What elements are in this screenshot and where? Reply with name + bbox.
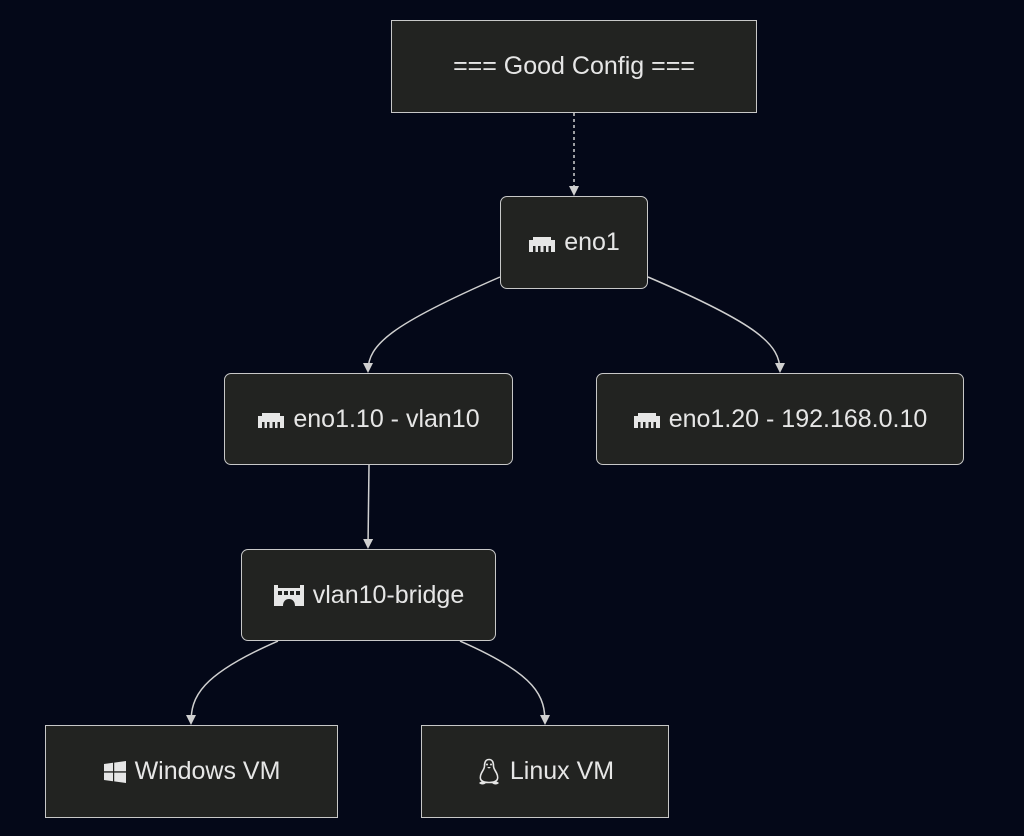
node-good-config[interactable]: === Good Config === <box>391 20 757 113</box>
node-eno1-20-label: eno1.20 - 192.168.0.10 <box>668 404 928 433</box>
node-good-config-label: === Good Config === <box>453 52 695 80</box>
node-vlan10-bridge[interactable]: vlan10-bridge <box>241 549 496 641</box>
ethernet-icon <box>528 233 556 253</box>
linux-icon <box>476 758 502 786</box>
node-eno1-10[interactable]: eno1.10 - vlan10 <box>224 373 513 465</box>
node-eno1-10-label: eno1.10 - vlan10 <box>293 404 480 433</box>
edge-eno1-to-eno1-10 <box>363 276 501 373</box>
bridge-icon <box>273 583 305 607</box>
node-eno1-label: eno1 <box>564 228 620 256</box>
node-windows-vm[interactable]: Windows VM <box>45 725 338 818</box>
edge-bridge-to-linux-vm <box>459 640 550 725</box>
ethernet-icon <box>633 409 661 429</box>
edge-bridge-to-windows-vm <box>186 640 279 725</box>
windows-icon <box>103 760 127 784</box>
node-eno1[interactable]: eno1 <box>500 196 648 289</box>
node-vlan10-bridge-label: vlan10-bridge <box>312 580 465 609</box>
ethernet-icon <box>257 409 285 429</box>
edge-eno1-10-to-vlan10-bridge <box>363 464 374 549</box>
node-windows-vm-label: Windows VM <box>134 757 281 785</box>
node-eno1-20[interactable]: eno1.20 - 192.168.0.10 <box>596 373 964 465</box>
edge-eno1-to-eno1-20 <box>647 276 785 373</box>
node-linux-vm-label: Linux VM <box>509 757 615 785</box>
node-linux-vm[interactable]: Linux VM <box>421 725 669 818</box>
